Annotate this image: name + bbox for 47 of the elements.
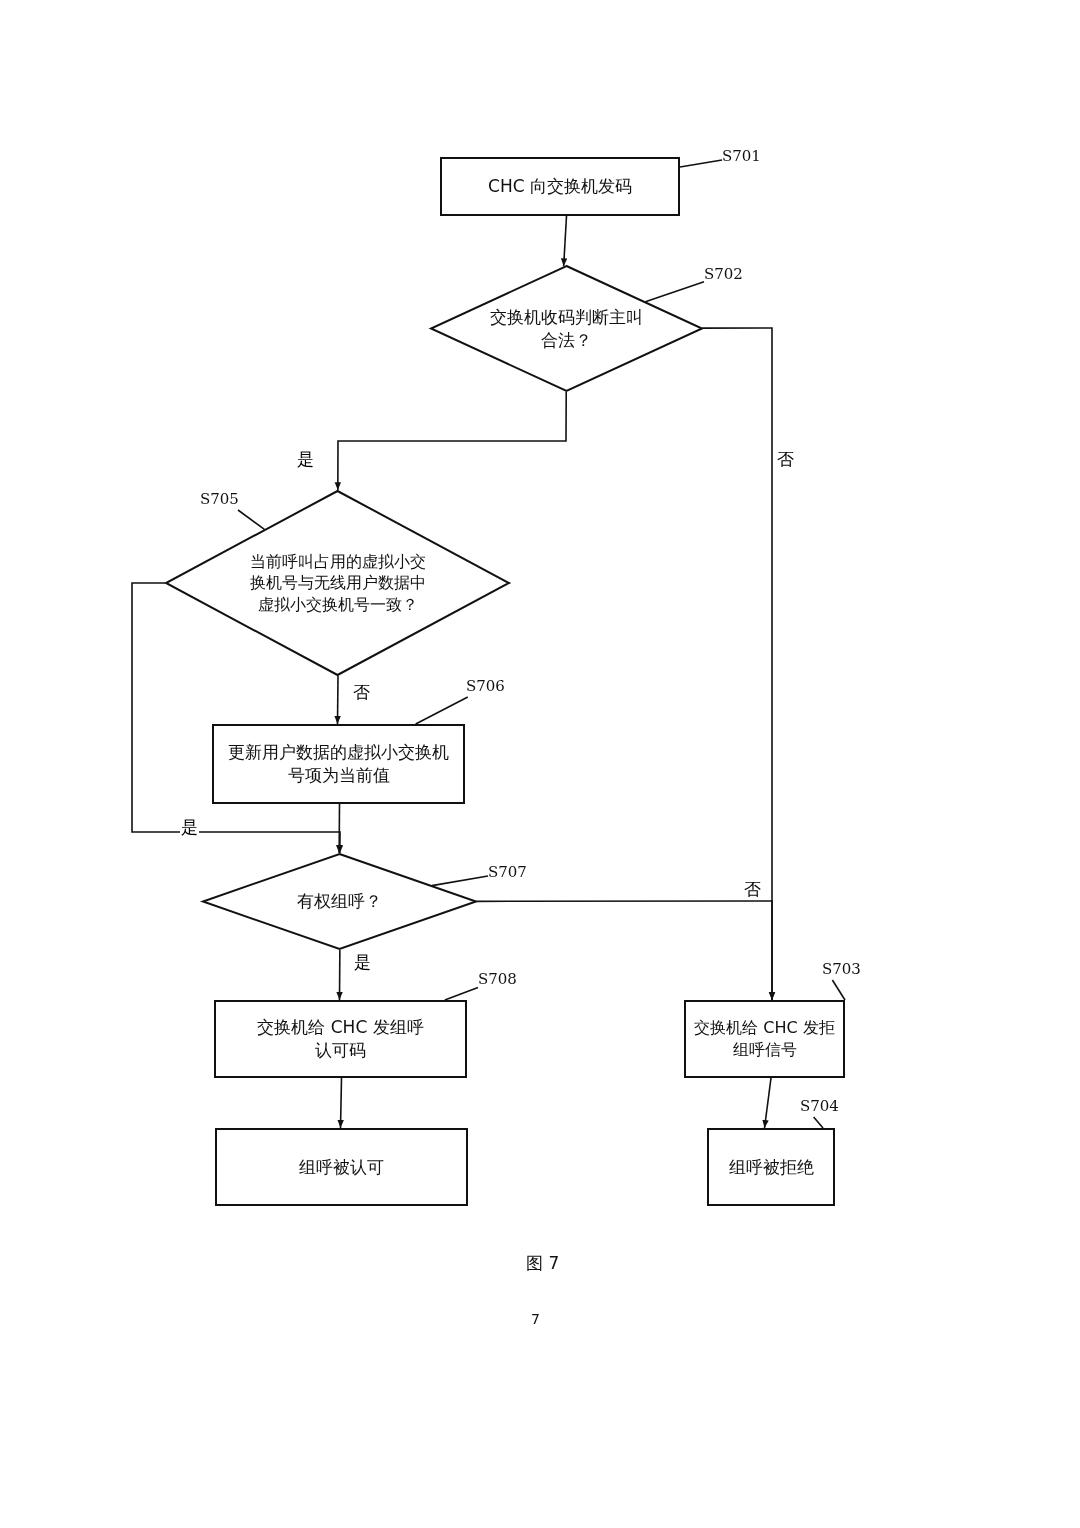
leader-line	[237, 509, 266, 531]
step-text: CHC 向交换机发码	[487, 175, 633, 198]
step-label: S702	[704, 263, 750, 285]
step-label: S704	[800, 1095, 846, 1117]
flow-arrow	[337, 1077, 344, 1129]
step-text: 交换机收码判断主叫合法？	[489, 305, 644, 352]
step-label: S701	[722, 146, 772, 166]
leader-line	[644, 281, 705, 303]
flow-arrow	[131, 582, 344, 854]
process-box	[440, 157, 680, 216]
step-text: 当前呼叫占用的虚拟小交换机号与无线用户数据中虚拟小交换机号一致？	[248, 550, 427, 616]
leader-line	[414, 696, 469, 725]
edge-label: 是	[296, 450, 315, 469]
step-label: S705	[200, 488, 246, 510]
flow-arrow	[560, 215, 568, 268]
step-text: 交换机给 CHC 发组呼认可码	[256, 1016, 425, 1062]
step-label: S708	[478, 968, 524, 990]
leader-line	[812, 1116, 824, 1129]
step-text: 组呼被认可	[298, 1155, 385, 1179]
leader-line	[679, 159, 723, 168]
flow-arrow	[762, 1077, 772, 1129]
flow-arrow	[334, 674, 341, 725]
step-text: 交换机给 CHC 发拒组呼信号	[693, 1017, 836, 1061]
edge-label: 否	[776, 450, 795, 469]
edge-label: 否	[743, 880, 762, 899]
step-text: 组呼被拒绝	[727, 1155, 815, 1179]
process-box	[684, 1000, 845, 1078]
step-text: 更新用户数据的虚拟小交换机号项为当前值	[227, 741, 450, 787]
process-box	[707, 1128, 835, 1206]
edge-label: 是	[353, 953, 372, 972]
edge-label: 否	[352, 683, 371, 702]
flow-arrow	[336, 949, 343, 1001]
edge-label: 是	[180, 818, 199, 837]
step-text: 有权组呼？	[296, 890, 383, 913]
figure-caption: 图 7	[526, 1252, 560, 1275]
leader-line	[831, 979, 846, 1001]
process-box	[212, 724, 465, 804]
flow-arrow	[336, 803, 343, 854]
process-box	[215, 1128, 468, 1206]
step-label: S706	[466, 675, 512, 697]
process-box	[214, 1000, 467, 1078]
step-label: S707	[488, 861, 534, 883]
leader-line	[431, 875, 489, 887]
step-label: S703	[822, 958, 868, 980]
page-number: 7	[531, 1311, 540, 1327]
leader-line	[444, 986, 479, 1001]
flow-arrow	[334, 391, 567, 491]
